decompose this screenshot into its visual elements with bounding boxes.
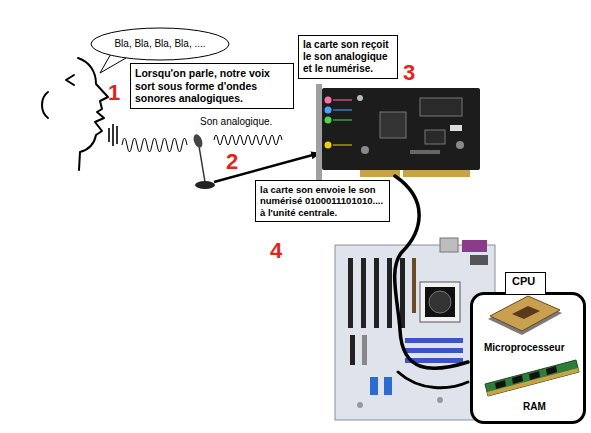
- callout-number: 3: [403, 60, 415, 85]
- sound-wave: [122, 138, 187, 152]
- text-box: Lorsqu'on parle, notre voix sort sous fo…: [130, 63, 294, 109]
- node-text: Lorsqu'on parle, notre voix sort sous fo…: [135, 67, 289, 105]
- data-path: [395, 176, 468, 368]
- node-text: la carte son reçoit le son analogique et…: [303, 39, 393, 75]
- sound-card: [316, 84, 480, 180]
- node-text: la carte son envoie le son numérisé 0100…: [260, 184, 385, 218]
- text-box: la carte son reçoit le son analogique et…: [298, 35, 398, 79]
- speech-bubble: Bla, Bla, Bla, Bla, ....: [90, 27, 230, 61]
- signal-label: Son analogique.: [200, 116, 272, 128]
- node-text: CPU: [505, 272, 546, 295]
- cpu-ground: [470, 292, 586, 424]
- face-profile: [42, 58, 108, 170]
- part-label: Microprocesseur: [482, 342, 567, 354]
- data-path: [398, 372, 468, 388]
- node-text: Bla, Bla, Bla, Bla, ....: [114, 38, 205, 50]
- microprocessor-chip: [488, 296, 562, 335]
- ram-stick: [485, 360, 579, 396]
- callout-number: 4: [270, 238, 282, 263]
- sound-lines: [109, 124, 117, 146]
- part-label: RAM: [521, 401, 548, 413]
- callout-number: 2: [226, 149, 238, 174]
- analog-wave: [214, 135, 282, 145]
- callout-number: 1: [108, 80, 120, 105]
- microphone: [192, 133, 215, 189]
- text-box: la carte son envoie le son numérisé 0100…: [255, 180, 390, 222]
